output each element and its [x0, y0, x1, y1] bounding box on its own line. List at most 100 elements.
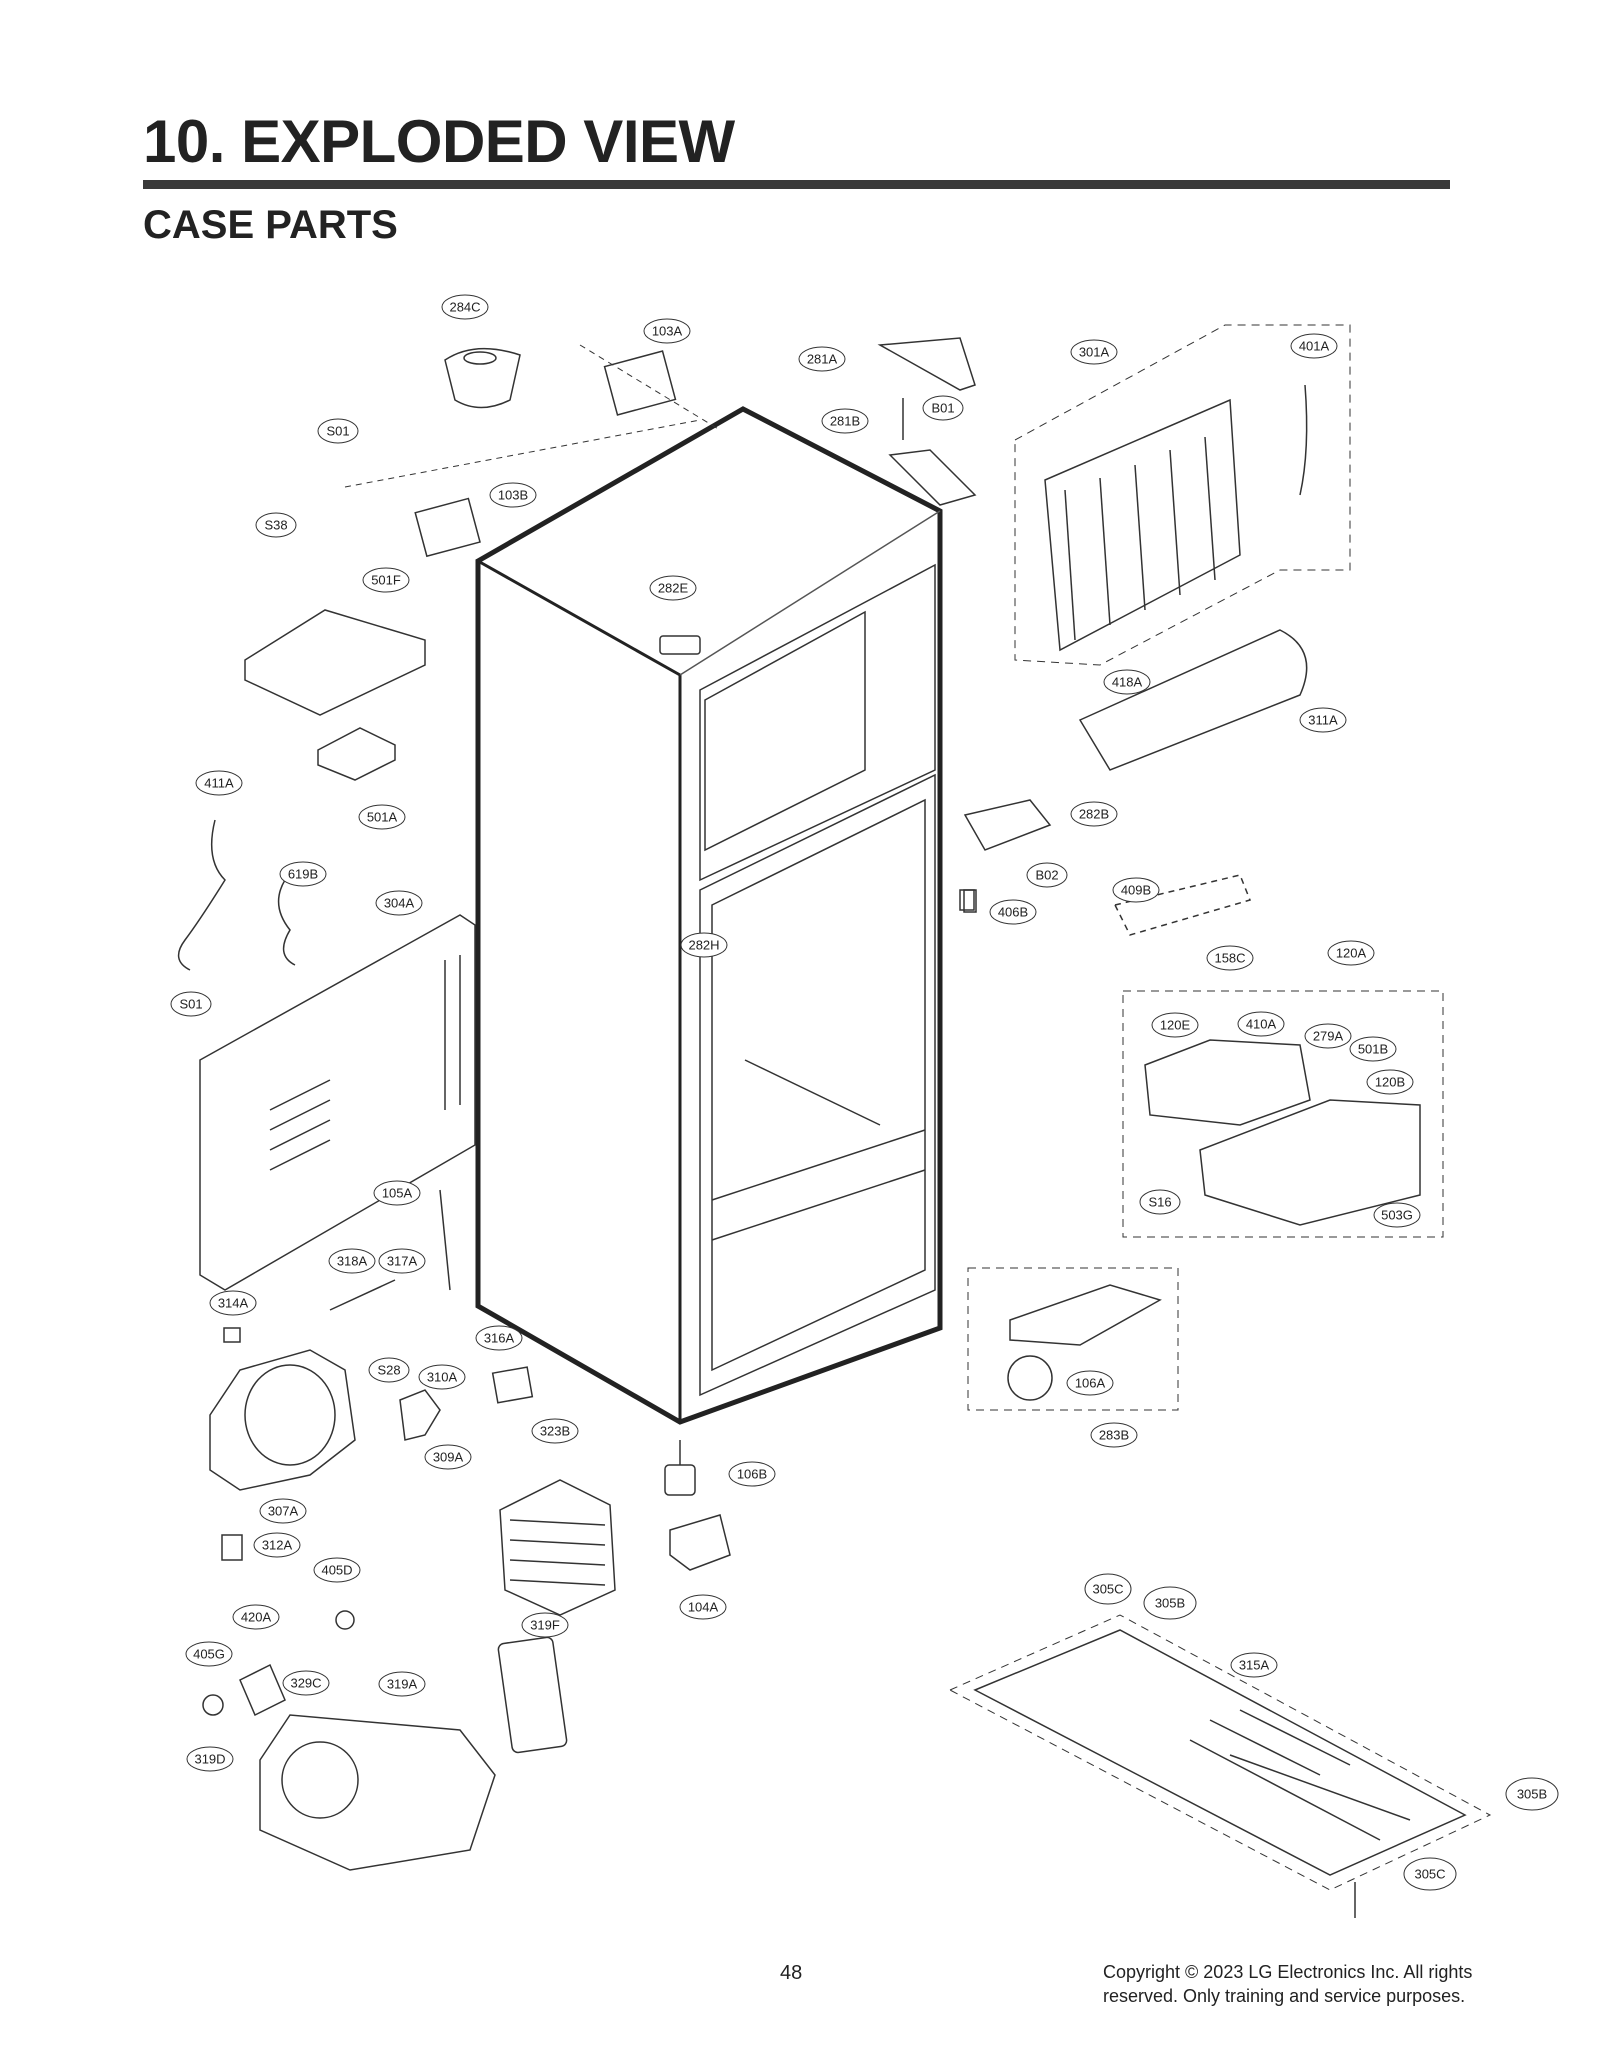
part-label: 103A	[643, 318, 691, 344]
svg-text:323B: 323B	[540, 1424, 570, 1439]
part-label: 284C	[441, 294, 489, 320]
svg-text:319F: 319F	[530, 1618, 560, 1633]
part-label: 282B	[1070, 801, 1118, 827]
svg-text:501A: 501A	[367, 810, 398, 825]
svg-text:305B: 305B	[1517, 1787, 1547, 1802]
part-label: 314A	[209, 1290, 257, 1316]
svg-text:406B: 406B	[998, 905, 1028, 920]
part-label: 411A	[195, 770, 243, 796]
svg-text:501F: 501F	[371, 573, 401, 588]
svg-text:103A: 103A	[652, 324, 683, 339]
part-label: S01	[170, 991, 212, 1017]
part-label: 120A	[1327, 940, 1375, 966]
svg-text:281A: 281A	[807, 352, 838, 367]
svg-text:120A: 120A	[1336, 946, 1367, 961]
svg-text:316A: 316A	[484, 1331, 515, 1346]
machine-cover	[1122, 990, 1444, 1238]
part-label: 103B	[489, 482, 537, 508]
svg-text:503G: 503G	[1381, 1208, 1413, 1223]
svg-text:311A: 311A	[1308, 713, 1338, 728]
part-label: 301A	[1070, 339, 1118, 365]
part-label: 281A	[798, 346, 846, 372]
svg-text:309A: 309A	[433, 1450, 464, 1465]
part-label: 282H	[680, 932, 728, 958]
svg-text:282H: 282H	[688, 938, 719, 953]
part-label: 104A	[679, 1594, 727, 1620]
machine-plate	[967, 1267, 1179, 1411]
part-label: 501F	[362, 567, 410, 593]
svg-text:158C: 158C	[1214, 951, 1245, 966]
part-label: 305C	[1084, 1573, 1132, 1605]
svg-text:305B: 305B	[1155, 1596, 1185, 1611]
base-tray	[948, 1614, 1492, 1918]
left-upper-parts	[177, 609, 426, 971]
part-label: 319A	[378, 1671, 426, 1697]
part-label: 405D	[313, 1557, 361, 1583]
part-label: 106A	[1066, 1370, 1114, 1396]
part-label: 282E	[649, 575, 697, 601]
part-label: 410A	[1237, 1011, 1285, 1037]
part-label: 319D	[186, 1746, 234, 1772]
callout-labels: 284C 103A 281A B01 281B 301A 401A S01	[170, 294, 1559, 1891]
svg-text:305C: 305C	[1414, 1867, 1445, 1882]
part-label: 503G	[1373, 1202, 1421, 1228]
svg-text:106B: 106B	[737, 1467, 767, 1482]
center-hinge	[959, 799, 1252, 936]
part-label: 501A	[358, 804, 406, 830]
part-label: 105A	[373, 1180, 421, 1206]
cabinet-body	[475, 406, 977, 1425]
svg-text:318A: 318A	[337, 1254, 368, 1269]
page-number: 48	[780, 1962, 803, 1984]
svg-text:312A: 312A	[262, 1538, 293, 1553]
part-label: 409B	[1112, 877, 1160, 903]
part-label: 310A	[418, 1364, 466, 1390]
svg-text:405D: 405D	[321, 1563, 352, 1578]
svg-text:103B: 103B	[498, 488, 528, 503]
bottom-hinge	[664, 1440, 731, 1571]
part-label: 317A	[378, 1248, 426, 1274]
svg-text:120E: 120E	[1160, 1018, 1191, 1033]
svg-text:501B: 501B	[1358, 1042, 1388, 1057]
part-label: 319F	[521, 1612, 569, 1638]
part-label: 279A	[1304, 1023, 1352, 1049]
title-rule	[143, 180, 1450, 189]
svg-text:319D: 319D	[194, 1752, 225, 1767]
svg-text:282B: 282B	[1079, 807, 1109, 822]
part-label: 619B	[279, 861, 327, 887]
part-label: S38	[255, 512, 297, 538]
svg-text:304A: 304A	[384, 896, 415, 911]
svg-text:283B: 283B	[1099, 1428, 1129, 1443]
copyright-notice: Copyright © 2023 LG Electronics Inc. All…	[1103, 1960, 1503, 2008]
part-label: B01	[922, 395, 964, 421]
part-label: 418A	[1103, 669, 1151, 695]
part-drawings	[177, 324, 1492, 1918]
part-label: 307A	[259, 1498, 307, 1524]
compressor-parts	[209, 1189, 534, 1561]
svg-text:317A: 317A	[387, 1254, 418, 1269]
part-label: 309A	[424, 1444, 472, 1470]
svg-text:319A: 319A	[387, 1677, 418, 1692]
part-label: 401A	[1290, 333, 1338, 359]
part-label: 305B	[1143, 1586, 1197, 1620]
svg-text:281B: 281B	[830, 414, 860, 429]
page-title: 10. EXPLODED VIEW	[143, 108, 735, 175]
svg-text:314A: 314A	[218, 1296, 249, 1311]
svg-text:S38: S38	[264, 518, 287, 533]
svg-text:S01: S01	[326, 424, 349, 439]
svg-text:405G: 405G	[193, 1647, 225, 1662]
part-label: 329C	[282, 1670, 330, 1696]
svg-text:282E: 282E	[658, 581, 689, 596]
svg-text:284C: 284C	[449, 300, 480, 315]
svg-text:B01: B01	[931, 401, 954, 416]
top-parts	[344, 337, 977, 558]
svg-text:310A: 310A	[427, 1370, 458, 1385]
evaporator-assembly	[1014, 324, 1351, 771]
part-label: S28	[368, 1357, 410, 1383]
svg-text:120B: 120B	[1375, 1075, 1405, 1090]
fan-duct	[202, 1610, 568, 1871]
part-label: 405G	[185, 1641, 233, 1667]
svg-text:410A: 410A	[1246, 1017, 1277, 1032]
part-label: 323B	[531, 1418, 579, 1444]
svg-text:409B: 409B	[1121, 883, 1151, 898]
